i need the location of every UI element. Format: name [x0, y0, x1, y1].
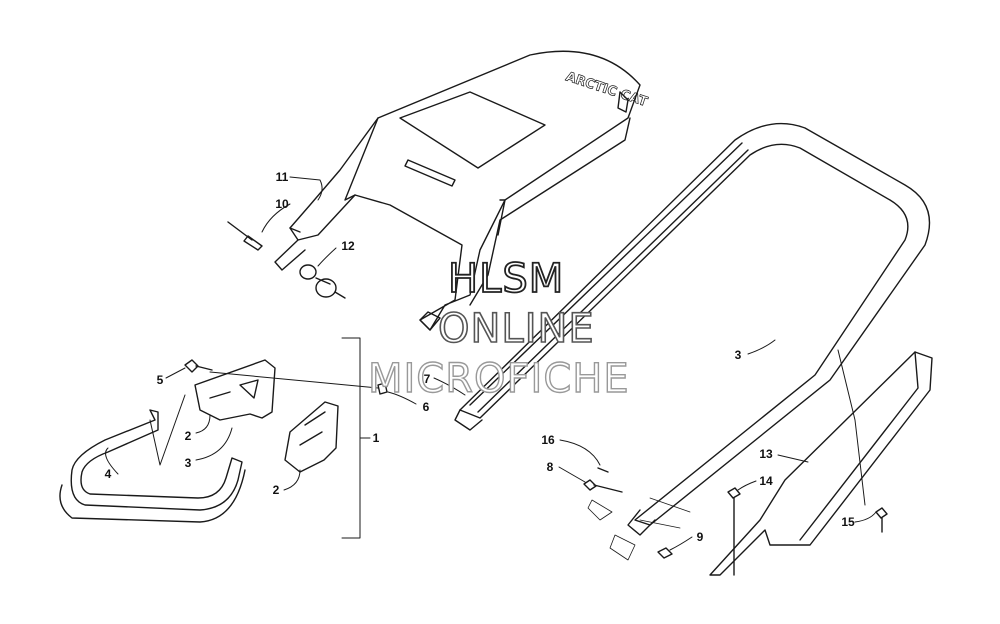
callout-5: 5 [156, 373, 164, 387]
nut-part [377, 382, 388, 395]
callout-4: 4 [104, 467, 112, 481]
watermark-line-2: ONLINE [437, 305, 595, 353]
seat-logo: ARCTIC CAT [564, 70, 649, 111]
grommet-part [299, 264, 346, 299]
callout-13: 13 [759, 447, 773, 461]
callout-2b: 2 [272, 483, 280, 497]
watermark-line-1: HLSM [447, 255, 565, 303]
callout-9: 9 [696, 530, 704, 544]
callout-12: 12 [341, 239, 355, 253]
screw15-part [875, 507, 888, 533]
side-panel-part [709, 351, 933, 576]
bumper-part [59, 409, 246, 523]
rivet-part [227, 221, 263, 251]
bracket-part-left [194, 359, 276, 421]
screw14-part [727, 487, 741, 576]
callout-8: 8 [546, 460, 554, 474]
callout-2a: 2 [184, 429, 192, 443]
seat-part [274, 50, 641, 331]
locknut-part [657, 547, 673, 559]
watermark-line-3: MICROFICHE [367, 355, 630, 402]
callout-6: 6 [422, 400, 430, 414]
callout-3a: 3 [184, 456, 192, 470]
rear-grab-bar-part [454, 122, 931, 536]
callout-7: 7 [423, 372, 431, 386]
callout-16: 16 [541, 433, 555, 447]
callout-15: 15 [841, 515, 855, 529]
screw-part [184, 359, 213, 373]
decal-details [587, 497, 691, 561]
callout-1: 1 [372, 431, 380, 445]
leader-lines [105, 176, 877, 551]
callout-14: 14 [759, 474, 773, 488]
bolt-part [583, 479, 623, 493]
callout-11: 11 [275, 170, 289, 184]
callout-3b: 3 [734, 348, 742, 362]
bracket-part-right [284, 401, 339, 473]
pin16-part [597, 467, 609, 473]
callout-10: 10 [275, 197, 289, 211]
